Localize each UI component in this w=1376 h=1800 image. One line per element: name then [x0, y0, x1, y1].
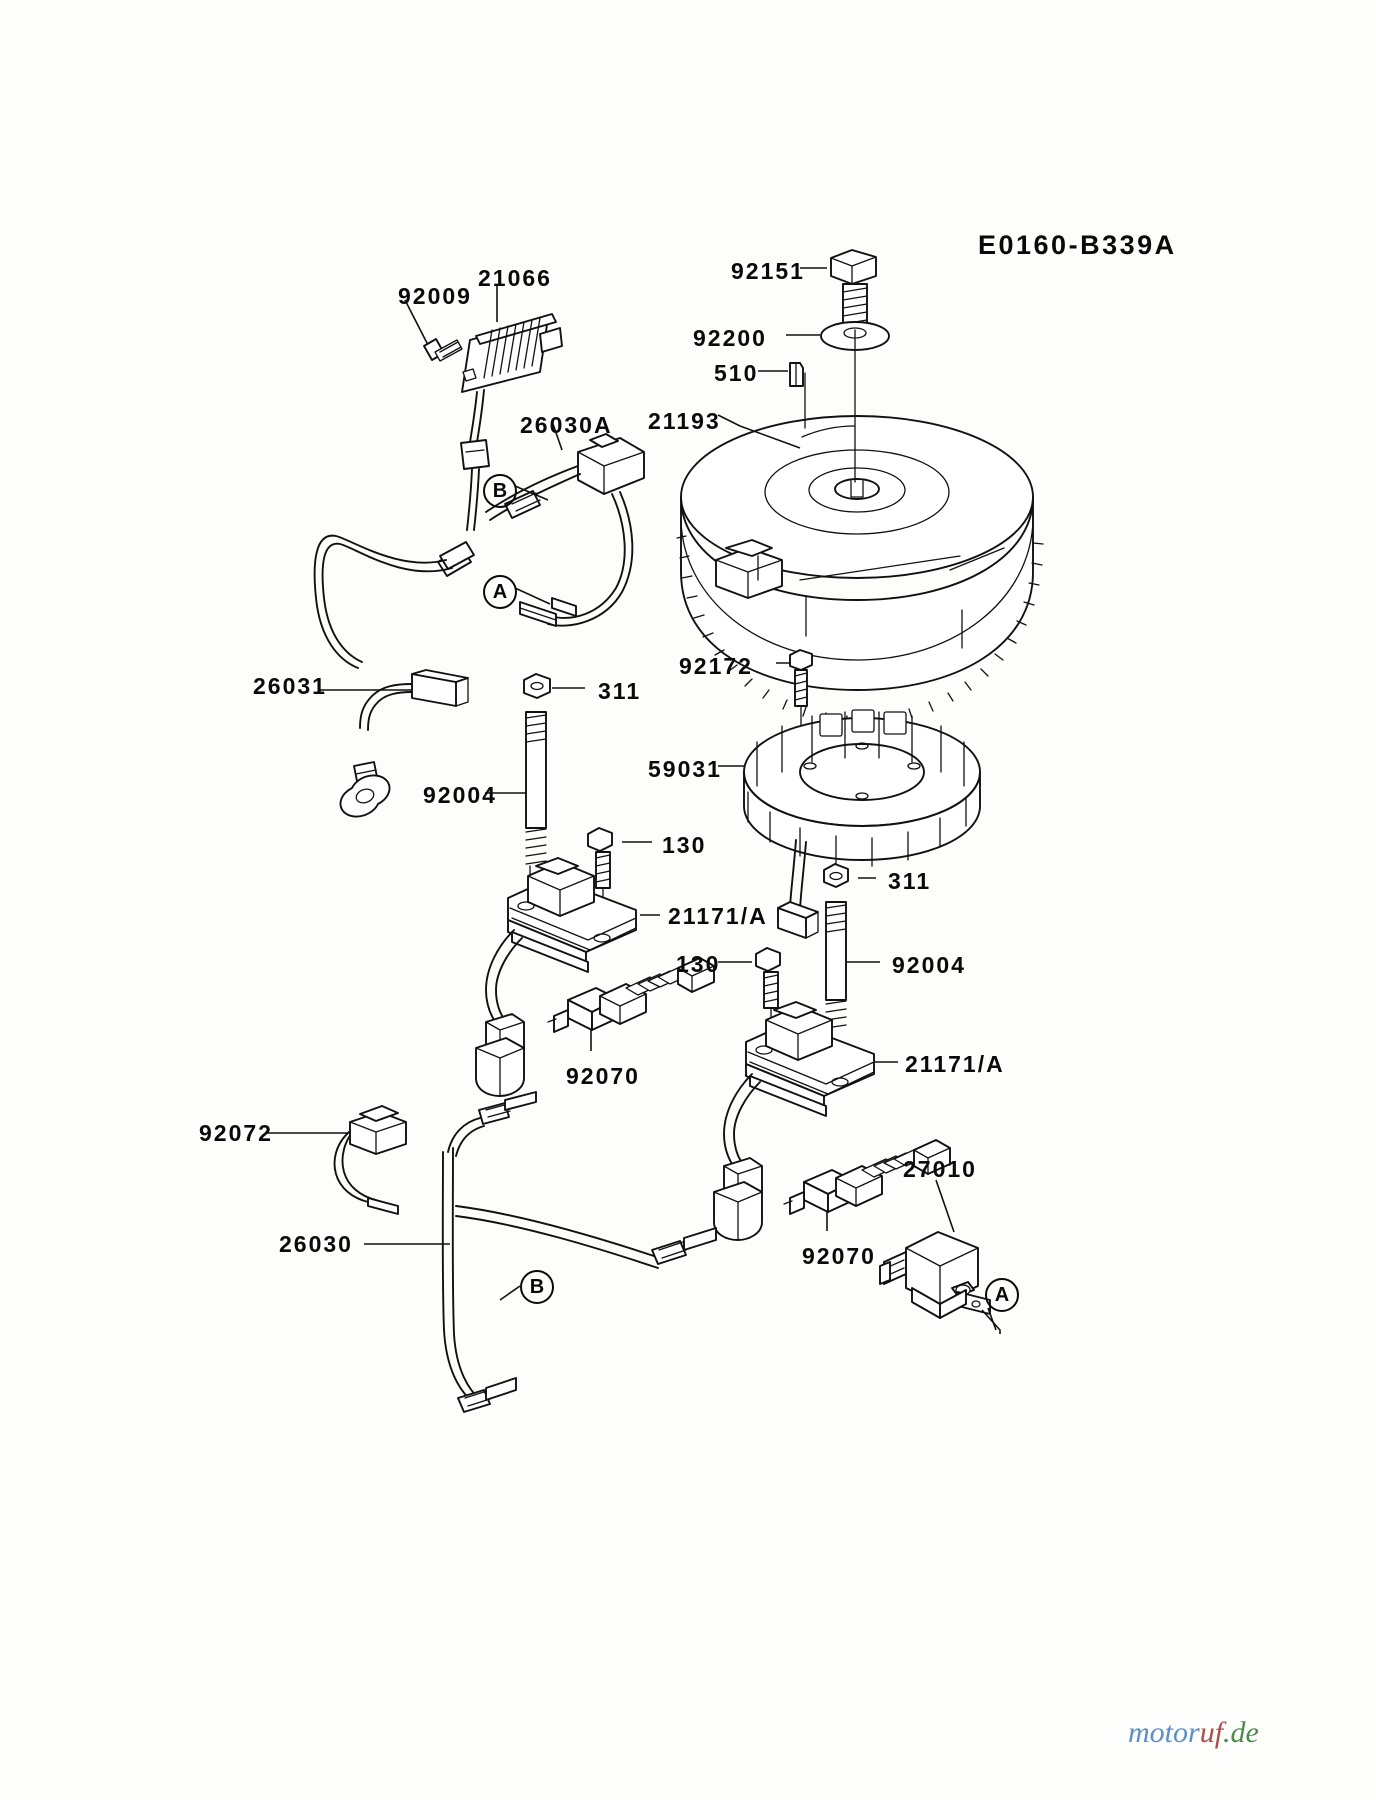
part-label-92070-a: 92070 [566, 1063, 640, 1089]
part-label-27010: 27010 [903, 1156, 977, 1182]
part-92004-stud-right [825, 901, 880, 1029]
part-92070-plug-right [783, 1139, 951, 1231]
part-label-92009: 92009 [398, 283, 472, 309]
part-21193-flywheel [676, 329, 1044, 727]
part-label-510: 510 [714, 360, 759, 386]
part-label-26031: 26031 [253, 673, 327, 699]
part-26030A-harness [313, 423, 645, 669]
callout-leaders [499, 485, 997, 1331]
part-label-21171A-b: 21171/A [905, 1051, 1005, 1077]
part-92009-screw [404, 299, 463, 362]
part-92004-stud-left [485, 711, 547, 881]
part-label-21171A-a: 21171/A [668, 903, 768, 929]
diagram-title: E0160-B339A [978, 230, 1177, 260]
part-label-26030: 26030 [279, 1231, 353, 1257]
part-92070-plug-left [547, 957, 715, 1051]
part-21066-regulator [437, 285, 563, 577]
part-21171A-coil-left [475, 857, 660, 1097]
watermark-uf: uf [1199, 1716, 1224, 1749]
part-59031-stator [718, 709, 981, 939]
part-label-92070-b: 92070 [802, 1243, 876, 1269]
part-label-92072: 92072 [199, 1120, 273, 1146]
part-label-21066: 21066 [478, 265, 552, 291]
part-27010-switch [879, 1179, 1001, 1334]
part-311-nut-left [523, 673, 585, 699]
part-label-311-b: 311 [888, 868, 932, 894]
part-92151-bolt [800, 249, 877, 331]
part-label-130-b: 130 [676, 951, 721, 977]
callout-a-bottom: A [985, 1278, 1019, 1312]
part-label-92172: 92172 [679, 653, 753, 679]
part-26031-ground-lead [320, 669, 469, 818]
part-92072-clamp [268, 1105, 407, 1215]
part-21171A-coil-right [713, 1001, 898, 1241]
callout-b-bottom: B [520, 1270, 554, 1304]
part-label-311-a: 311 [598, 678, 642, 704]
watermark-motor: motor [1128, 1716, 1200, 1749]
callout-b-top: B [483, 474, 517, 508]
part-label-92004-a: 92004 [423, 782, 497, 808]
part-311-nut-right [823, 863, 876, 888]
part-510-key [758, 362, 804, 387]
part-label-59031: 59031 [648, 756, 722, 782]
part-label-21193: 21193 [648, 408, 721, 434]
part-92200-washer [786, 321, 890, 351]
part-26030-harness [364, 1091, 717, 1413]
part-label-130-a: 130 [662, 832, 707, 858]
part-130-bolt-right [718, 947, 781, 1043]
part-130-bolt-left [587, 827, 652, 923]
watermark: motor uf .de [1128, 1716, 1259, 1750]
part-label-26030A: 26030A [520, 412, 613, 438]
part-label-92151: 92151 [731, 258, 805, 284]
part-label-92200: 92200 [693, 325, 767, 351]
callout-a-top: A [483, 575, 517, 609]
watermark-de: .de [1223, 1716, 1259, 1749]
part-label-92004-b: 92004 [892, 952, 966, 978]
